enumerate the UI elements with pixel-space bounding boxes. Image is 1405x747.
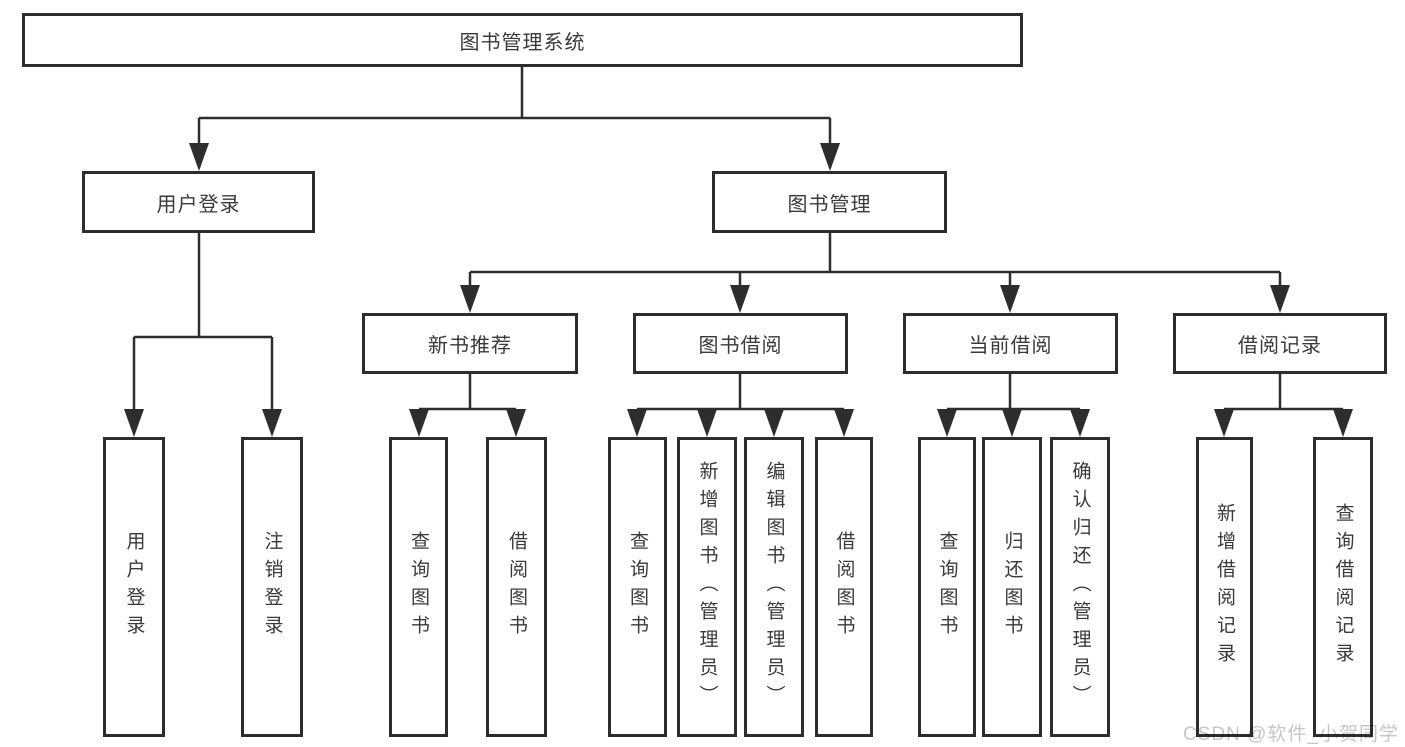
node-borrow-records: 借阅记录 bbox=[1173, 313, 1387, 374]
node-book-management: 图书管理 bbox=[712, 171, 947, 233]
node-label: 借阅图书 bbox=[506, 531, 527, 643]
node-root: 图书管理系统 bbox=[22, 13, 1023, 67]
node-label: 归还图书 bbox=[1001, 531, 1023, 643]
leaf-query-books-recommend: 查询图书 bbox=[389, 437, 448, 737]
leaf-query-books-borrow: 查询图书 bbox=[608, 437, 667, 737]
node-label: 查询图书 bbox=[936, 531, 958, 643]
node-book-borrow: 图书借阅 bbox=[633, 313, 848, 374]
connector-user-login bbox=[132, 233, 274, 433]
connector-book-management bbox=[468, 233, 1282, 309]
node-label: 借阅图书 bbox=[833, 531, 855, 643]
node-label: 查询图书 bbox=[408, 531, 429, 643]
node-label: 当前借阅 bbox=[968, 335, 1053, 357]
node-label: 注销登录 bbox=[261, 531, 283, 643]
leaf-add-borrow-record: 新增借阅记录 bbox=[1196, 437, 1253, 737]
node-label: 图书管理系统 bbox=[459, 31, 586, 54]
leaf-add-book-admin: 新增图书（管理员） bbox=[677, 437, 737, 737]
node-user-login: 用户登录 bbox=[82, 171, 315, 233]
leaf-borrow-books-recommend: 借阅图书 bbox=[486, 437, 547, 737]
connector-root bbox=[197, 67, 832, 168]
leaf-confirm-return-admin: 确认归还（管理员） bbox=[1050, 437, 1110, 737]
node-new-book-recommend: 新书推荐 bbox=[362, 313, 578, 374]
node-label: 用户登录 bbox=[156, 193, 241, 216]
leaf-query-books-current: 查询图书 bbox=[918, 437, 976, 737]
leaf-user-login: 用户登录 bbox=[103, 437, 165, 737]
node-label: 编辑图书（管理员） bbox=[763, 461, 785, 713]
leaf-query-borrow-record: 查询借阅记录 bbox=[1313, 437, 1373, 737]
watermark-text: CSDN @软件_小贺同学 bbox=[1183, 724, 1399, 745]
node-label: 图书管理 bbox=[787, 193, 872, 216]
connector-current-borrow bbox=[945, 374, 1082, 433]
connector-borrow-records bbox=[1222, 374, 1345, 433]
leaf-return-book: 归还图书 bbox=[982, 437, 1042, 737]
connector-book-borrow bbox=[635, 374, 846, 433]
node-label: 新增图书（管理员） bbox=[696, 461, 718, 713]
node-label: 查询借阅记录 bbox=[1332, 503, 1354, 671]
node-label: 用户登录 bbox=[123, 531, 145, 643]
node-label: 借阅记录 bbox=[1238, 335, 1322, 357]
node-label: 新增借阅记录 bbox=[1214, 503, 1235, 671]
leaf-logout: 注销登录 bbox=[241, 437, 303, 737]
leaf-borrow-books: 借阅图书 bbox=[815, 437, 873, 737]
node-label: 图书借阅 bbox=[698, 335, 783, 357]
connector-new-book-recommend bbox=[417, 374, 518, 433]
node-label: 查询图书 bbox=[627, 531, 648, 643]
node-label: 确认归还（管理员） bbox=[1069, 461, 1091, 713]
node-label: 新书推荐 bbox=[428, 335, 512, 357]
leaf-edit-book-admin: 编辑图书（管理员） bbox=[744, 437, 804, 737]
node-current-borrow: 当前借阅 bbox=[903, 313, 1118, 374]
